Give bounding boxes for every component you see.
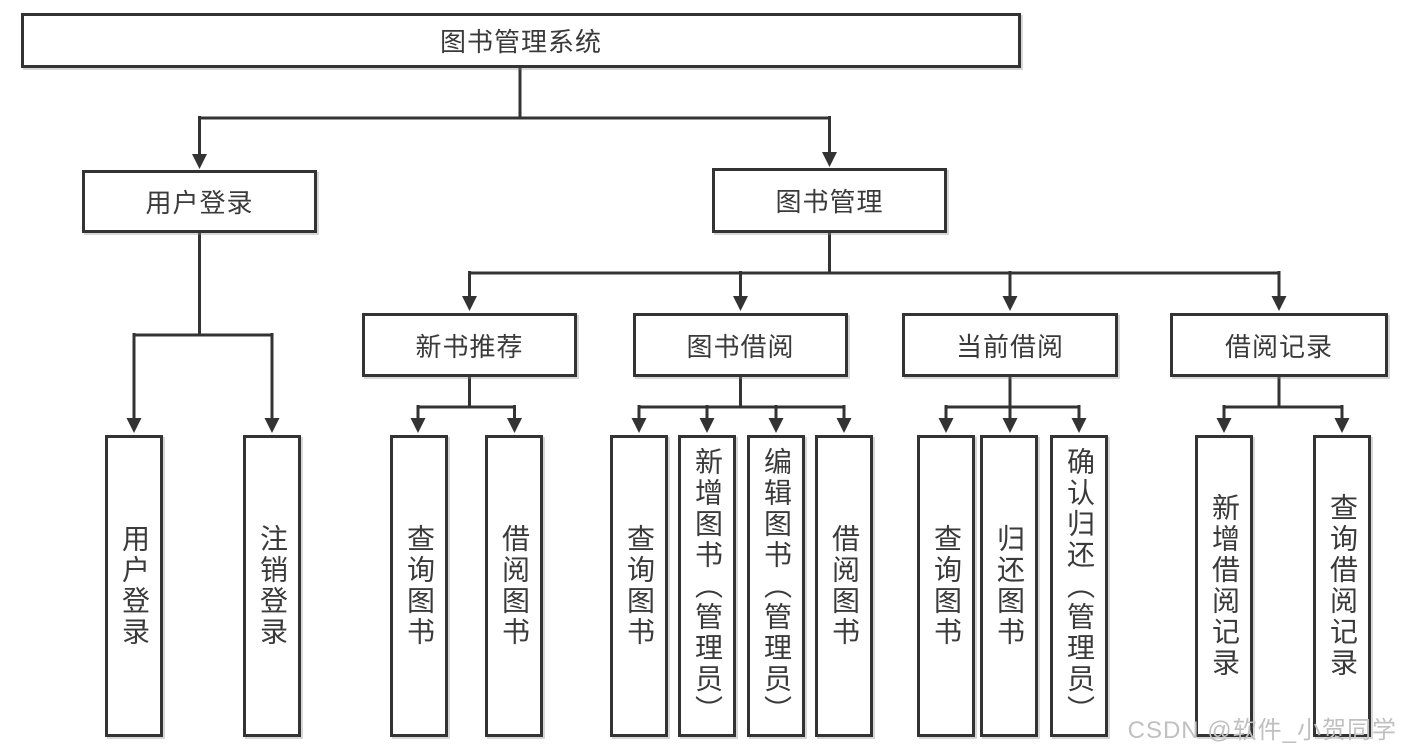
leaf-query-books-borrow: 查询图书 <box>610 435 668 737</box>
node-book-management: 图书管理 <box>712 168 947 233</box>
leaf-logout: 注销登录 <box>243 435 301 737</box>
leaf-query-borrow-record: 查询借阅记录 <box>1313 435 1371 737</box>
leaf-borrow-books-recommend: 借阅图书 <box>485 435 543 737</box>
leaf-query-books-recommend: 查询图书 <box>390 435 448 737</box>
node-borrow-records: 借阅记录 <box>1170 313 1388 377</box>
leaf-edit-book-admin: 编辑图书（管理员） <box>747 435 805 737</box>
leaf-user-login: 用户登录 <box>105 435 163 737</box>
leaf-confirm-return-admin: 确认归还（管理员） <box>1050 435 1108 737</box>
csdn-watermark: CSDN @软件_小贺同学 <box>1127 717 1397 744</box>
leaf-add-borrow-record: 新增借阅记录 <box>1195 435 1253 737</box>
node-new-book-recommend: 新书推荐 <box>362 313 577 377</box>
node-current-borrow: 当前借阅 <box>902 313 1118 377</box>
node-user-login: 用户登录 <box>82 170 317 233</box>
node-book-borrow: 图书借阅 <box>633 313 848 377</box>
leaf-add-book-admin: 新增图书（管理员） <box>678 435 736 737</box>
leaf-return-book: 归还图书 <box>980 435 1038 737</box>
node-root-library-system: 图书管理系统 <box>21 13 1021 68</box>
leaf-query-books-current: 查询图书 <box>917 435 975 737</box>
leaf-borrow-books: 借阅图书 <box>815 435 873 737</box>
